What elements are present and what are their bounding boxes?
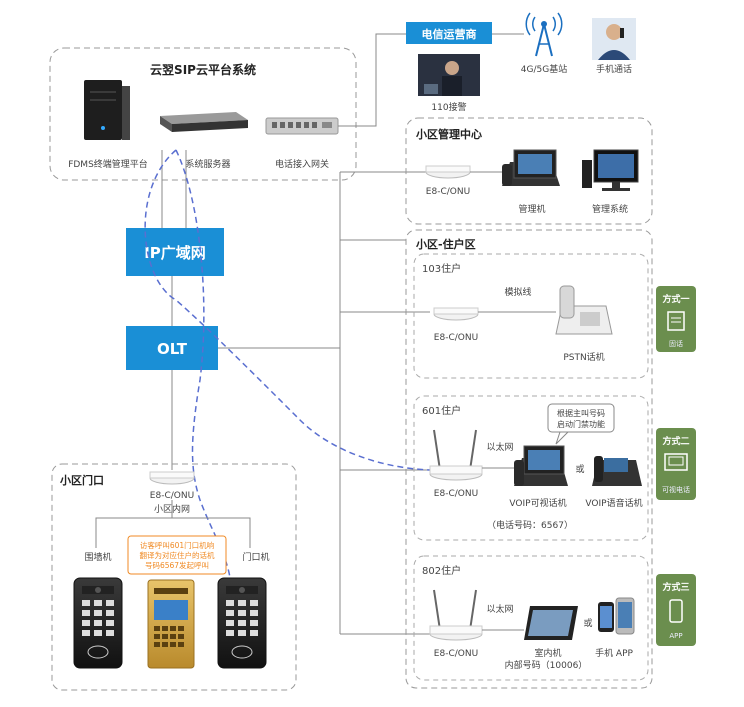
unit-103-onu-label: E8-C/ONU: [434, 333, 478, 343]
mgmt-center-box: [405, 117, 653, 225]
gate-box: [51, 463, 297, 691]
unit-103-title: 103住户: [422, 262, 461, 275]
unit-103-line-label: 模拟线: [504, 286, 531, 298]
fdms-label: FDMS终端管理平台: [68, 158, 148, 170]
gateway-icon: [265, 117, 339, 135]
unit-601-box: [413, 395, 649, 541]
ip-wan-label: IP广域网: [144, 244, 206, 262]
voip-video-phone-icon: [514, 445, 568, 486]
mode-2-caption: 可视电话: [662, 485, 690, 494]
gateway-to-carrier-line: [338, 33, 406, 127]
video-phone-mode-icon: [664, 453, 688, 471]
door-unit-panel-icon: [217, 577, 267, 669]
indoor-number: 内部号码（10006）: [505, 659, 588, 671]
mobile-label: 手机通话: [596, 63, 632, 75]
unit-802-onu-label: E8-C/ONU: [434, 649, 478, 659]
rack-server-icon: [160, 112, 248, 132]
mgmt-onu-icon: [425, 165, 471, 179]
resident-zone-title: 小区-住户区: [415, 237, 476, 251]
unit-601-router-icon: [429, 429, 483, 481]
landline-icon: [667, 311, 685, 331]
mgmt-center-title: 小区管理中心: [415, 127, 482, 141]
unit-601-title: 601住户: [422, 404, 461, 417]
olt-label: OLT: [157, 340, 188, 358]
gate-note-line1: 访客呼叫601门口机响: [140, 540, 214, 550]
mode-1-title: 方式一: [662, 293, 689, 305]
door-unit-label: 门口机: [242, 551, 269, 563]
gate-onu-label: E8-C/ONU: [150, 491, 194, 501]
unit-601-line-label: 以太网: [486, 441, 513, 453]
police-label: 110接警: [431, 101, 466, 113]
voip-voice-phone-icon: [592, 456, 642, 486]
bubble-line2: 启动门禁功能: [557, 419, 605, 429]
mode-2: 方式二 可视电话: [656, 428, 696, 500]
mgmt-onu-label: E8-C/ONU: [426, 187, 470, 197]
indoor-monitor-icon: [524, 606, 578, 640]
ip-wan-box: [126, 228, 224, 276]
mode-3-caption: APP: [669, 632, 682, 640]
mode-3-title: 方式三: [662, 581, 689, 593]
gate-note-box: [127, 535, 227, 575]
indoor-label: 室内机: [534, 647, 561, 659]
wall-unit-panel-icon: [73, 577, 123, 669]
pstn-phone-icon: [555, 285, 613, 335]
mode-1-caption: 固话: [669, 339, 683, 348]
fdms-server-icon: [84, 80, 130, 140]
cell-tower-icon: [525, 12, 563, 57]
tower-label: 4G/5G基站: [521, 63, 567, 75]
carrier-badge: [406, 22, 492, 44]
voip-voice-label: VOIP语音话机: [585, 497, 642, 509]
gate-onu-icon: [149, 471, 195, 485]
mgmt-pc-icon: [582, 149, 639, 191]
gateway-label: 电话接入网关: [275, 158, 329, 170]
resident-zone-box: [405, 229, 653, 689]
app-label: 手机 APP: [595, 647, 633, 659]
lobby-panel-icon: [147, 579, 195, 669]
unit-601-number: （电话号码：6567）: [487, 519, 573, 531]
unit-103-box: [413, 253, 649, 379]
gate-note-line2: 翻译为对应住户的话机: [140, 550, 215, 560]
gate-note-line3: 号码6567发起呼叫: [145, 560, 209, 570]
unit-802-title: 802住户: [422, 564, 461, 577]
unit-802-or: 或: [583, 617, 592, 629]
carrier-title: 电信运营商: [422, 27, 477, 41]
unit-103-onu-icon: [433, 307, 479, 321]
mobile-caller-icon: [592, 18, 636, 60]
mobile-app-icon: [598, 597, 635, 635]
mgmt-phone-label: 管理机: [518, 203, 545, 215]
mode-2-title: 方式二: [662, 435, 689, 447]
mgmt-pc-label: 管理系统: [592, 203, 628, 215]
police-operator-icon: [418, 54, 480, 96]
wall-unit-label: 围墙机: [84, 551, 111, 563]
unit-802-line-label: 以太网: [486, 603, 513, 615]
mode-3: 方式三 APP: [656, 574, 696, 646]
voip-video-label: VOIP可视话机: [509, 497, 566, 509]
gate-title: 小区门口: [59, 473, 104, 487]
unit-601-onu-label: E8-C/ONU: [434, 489, 478, 499]
bubble-line1: 根据主叫号码: [557, 408, 605, 418]
cloud-platform-title: 云翌SIP云平台系统: [150, 62, 256, 77]
unit-802-box: [413, 555, 649, 681]
speech-bubble: [547, 403, 615, 445]
unit-802-router-icon: [429, 589, 483, 641]
mgmt-phone-icon: [502, 149, 560, 186]
smartphone-mode-icon: [669, 599, 683, 623]
unit-601-or: 或: [575, 463, 584, 475]
cloud-platform-box: [49, 47, 357, 181]
mode-1: 方式一 固话: [656, 286, 696, 352]
server-label: 系统服务器: [185, 158, 230, 170]
pstn-phone-label: PSTN话机: [563, 351, 604, 363]
